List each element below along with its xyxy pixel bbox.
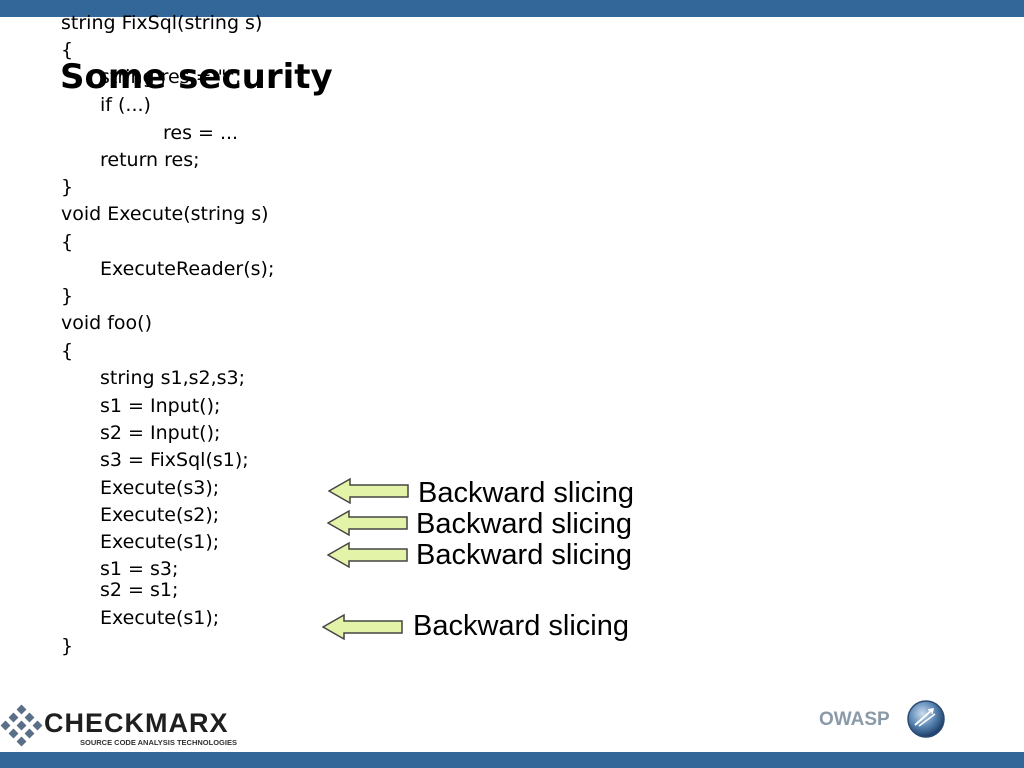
arrow-left-icon xyxy=(327,509,408,537)
logo-tagline: SOURCE CODE ANALYSIS TECHNOLOGIES xyxy=(80,738,237,747)
code-line: void foo() xyxy=(61,312,153,334)
annotation-label: Backward slicing xyxy=(418,477,634,509)
code-line: } xyxy=(61,285,74,307)
code-line: s2 = s1; xyxy=(100,579,179,601)
code-line: Execute(s1); xyxy=(100,607,220,629)
annotation-label: Backward slicing xyxy=(416,508,632,540)
code-line: { xyxy=(61,340,74,362)
code-line: if (...) xyxy=(100,94,151,116)
code-line: s2 = Input(); xyxy=(100,422,221,444)
checkmarx-logo: CHECKMARX SOURCE CODE ANALYSIS TECHNOLOG… xyxy=(0,700,260,750)
code-line: Execute(s3); xyxy=(100,477,220,499)
owasp-globe-icon xyxy=(907,700,945,738)
code-line: string s1,s2,s3; xyxy=(100,367,246,389)
code-line: string FixSql(string s) xyxy=(61,12,263,34)
code-line: } xyxy=(61,635,74,657)
code-line: { xyxy=(61,39,74,61)
code-line: void Execute(string s) xyxy=(61,203,269,225)
owasp-label: OWASP xyxy=(819,709,890,730)
code-line: ExecuteReader(s); xyxy=(100,258,275,280)
code-line: string res = ""; xyxy=(100,66,242,88)
code-line: Execute(s2); xyxy=(100,504,220,526)
checkmarx-diamond-icon xyxy=(0,704,43,747)
arrow-left-icon xyxy=(327,541,408,569)
arrow-left-icon xyxy=(322,613,403,641)
top-bar xyxy=(0,0,1024,17)
code-line: res = ... xyxy=(163,122,239,144)
code-line: s1 = Input(); xyxy=(100,395,221,417)
slide-title: Some security xyxy=(60,57,333,97)
code-line: { xyxy=(61,231,74,253)
arrow-left-icon xyxy=(328,477,409,505)
annotation-label: Backward slicing xyxy=(416,539,632,571)
code-line: } xyxy=(61,176,74,198)
bottom-bar xyxy=(0,752,1024,768)
code-line: Execute(s1); xyxy=(100,531,220,553)
code-line: return res; xyxy=(100,149,200,171)
logo-wordmark: CHECKMARX xyxy=(44,708,229,738)
code-line: s1 = s3; xyxy=(100,558,179,580)
code-line: s3 = FixSql(s1); xyxy=(100,449,249,471)
annotation-label: Backward slicing xyxy=(413,610,629,642)
